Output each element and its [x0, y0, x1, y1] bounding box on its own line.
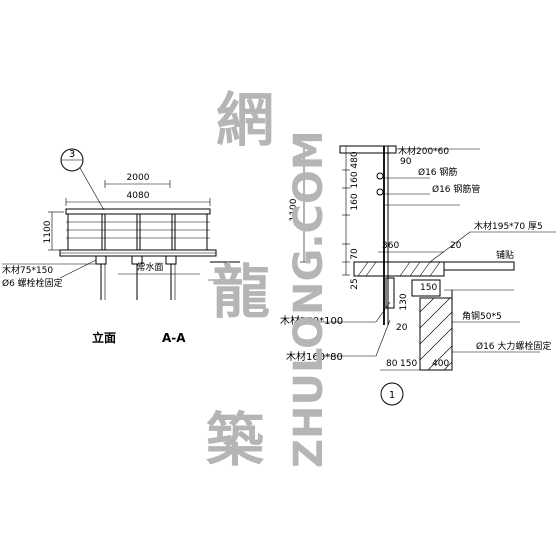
cap-beam — [339, 145, 397, 154]
caption-elevation: 立面 — [92, 330, 116, 345]
base-bracket — [411, 279, 441, 297]
dim-2000: 2000 — [127, 173, 150, 183]
label-rail2: Ø16 钢筋管 — [432, 183, 480, 195]
label-beam-160: 木材160*80 — [286, 350, 343, 363]
watermark-en: ZHULONG.COM — [286, 130, 332, 468]
label-wood-195: 木材195*70 厚5 — [474, 220, 543, 232]
dim-1100-right: 1100 — [289, 198, 299, 221]
watermark-cn-1: 網 — [216, 86, 274, 154]
watermark-cn-2: 龍 — [212, 258, 270, 326]
dim-130: 130 — [399, 293, 409, 310]
dim-90: 90 — [400, 157, 412, 167]
section-detail: 木材200*60 90 Ø16 钢筋 Ø16 钢筋管 480 160 160 7… — [280, 145, 556, 406]
note-wood-75x150: 木材75*150 — [2, 264, 53, 276]
dim-160a: 160 — [350, 171, 360, 188]
leader-line — [79, 167, 105, 211]
dim-4080: 4080 — [127, 191, 150, 201]
dim-1100-left: 1100 — [43, 220, 53, 243]
label-edge: 铺贴 — [496, 249, 514, 261]
dim-20-side: 20 — [396, 323, 408, 333]
top-rail — [65, 208, 211, 215]
elevation-view: 3 2000 4080 1100 — [2, 148, 240, 345]
dim-20-top: 20 — [450, 241, 462, 251]
dim-400: 400 — [432, 359, 449, 369]
water-label: 常水面 — [136, 261, 163, 273]
label-rail1: Ø16 钢筋 — [418, 166, 457, 178]
label-bolt-16: Ø16 大力螺栓固定 — [476, 340, 551, 352]
label-angle: 角钢50*5 — [462, 310, 502, 322]
dim-25: 25 — [350, 278, 360, 289]
watermark: 網 龍 築 ZHULONG.COM — [206, 86, 332, 474]
dim-80: 80 — [386, 359, 398, 369]
dim-160b: 160 — [350, 193, 360, 210]
dim-480: 480 — [350, 151, 360, 168]
label-beam-250: 木材250*100 — [280, 314, 343, 327]
callout-number: 3 — [69, 149, 75, 160]
watermark-cn-3: 築 — [206, 406, 265, 474]
dim-70: 70 — [350, 248, 360, 260]
label-cap: 木材200*60 — [398, 145, 449, 157]
dim-150-base: 150 — [420, 283, 437, 293]
note-bolt-6: Ø6 螺栓栓固定 — [2, 277, 63, 289]
dim-360: 360 — [382, 241, 399, 251]
caption-section: A-A — [162, 331, 186, 345]
dim-150-bot: 150 — [400, 359, 417, 369]
callout-circle-1 — [380, 382, 404, 406]
callout-number-1: 1 — [389, 390, 395, 401]
